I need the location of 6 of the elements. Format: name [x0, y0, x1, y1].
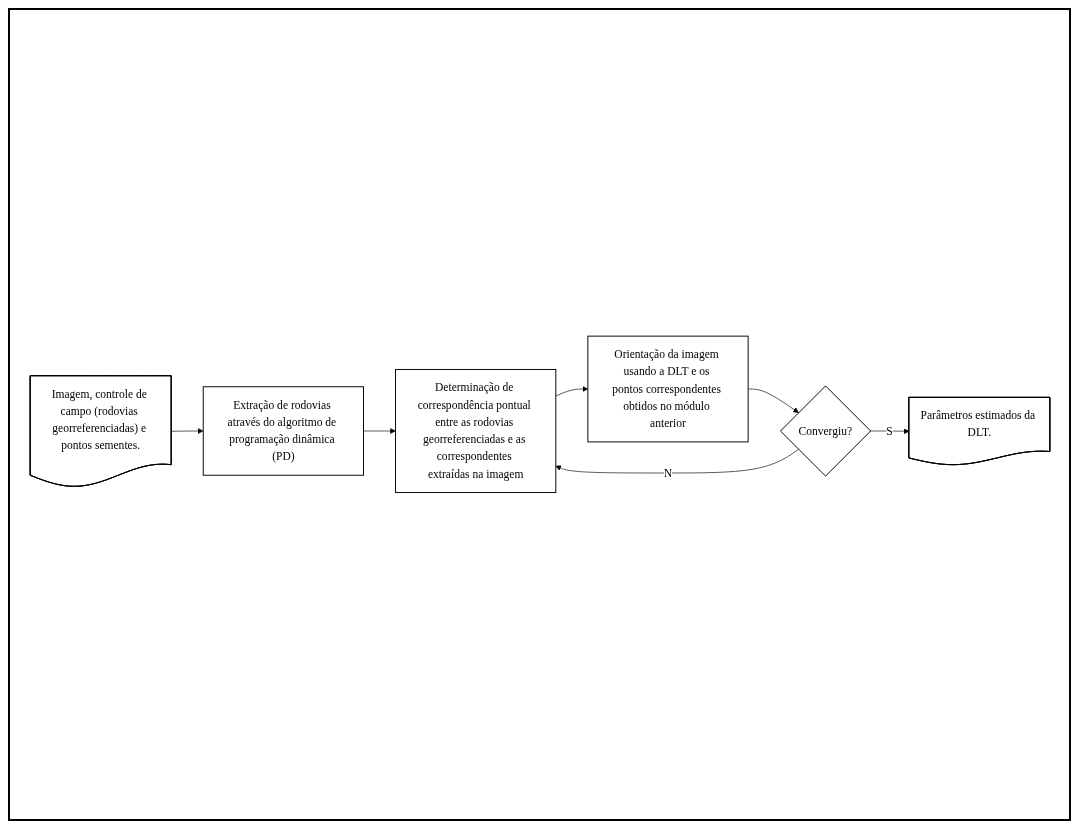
node-diamond: Convergiu?: [779, 385, 871, 477]
node-box: Extração de rodovias através do algoritmo de programação dinâmica (PD): [202, 386, 364, 476]
edge-label: N: [663, 466, 672, 480]
node-box: Determinação de correspondência pontual entre as rodovias georreferenciadas e as correspondentes extraídas na imagem: [394, 369, 556, 494]
edge-label: S: [885, 424, 893, 438]
node-box: Orientação da imagem usando a DLT e os pontos correspondentes obtidos no módulo anterior: [586, 335, 749, 443]
